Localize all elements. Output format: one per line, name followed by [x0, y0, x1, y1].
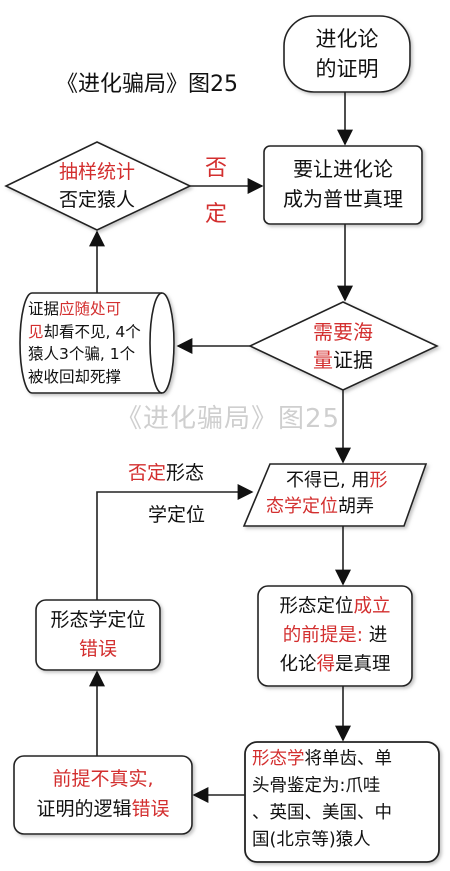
goal-node: 要让进化论 成为普世真理	[264, 154, 422, 214]
start-line-2: 的证明	[315, 57, 379, 81]
evidence-c: 见	[28, 322, 44, 341]
premise-node-shape	[257, 585, 413, 687]
negate-morph-label: 否定形态 学定位	[128, 458, 205, 530]
sample-node: 抽样统计 否定猿人	[32, 158, 162, 214]
evidence-a: 证据	[28, 300, 60, 318]
premise-c: 的前提是:	[282, 625, 363, 646]
wrong-b: 错误	[131, 798, 170, 820]
forced-node: 不得已, 用形 态学定位胡弄	[260, 468, 420, 520]
evidence-e: 猿人3个骗, 1个	[28, 345, 136, 363]
start-line-1: 进化论	[315, 27, 379, 51]
morph-b: 将单齿、单	[304, 749, 393, 769]
morph-node: 形态学将单齿、单 头骨鉴定为:爪哇 、英国、美国、中 国(北京等)猿人	[252, 746, 438, 854]
wrong-node-shape	[13, 755, 193, 835]
morph-c: 头骨鉴定为:爪哇	[252, 776, 381, 796]
forced-d: 胡弄	[338, 496, 374, 517]
morph-node-shape	[244, 741, 440, 863]
premise-node: 形态定位成立 的前提是: 进 化论得是真理	[258, 592, 412, 679]
evidence-f: 被收回却死撑	[28, 367, 122, 386]
wrong-red-line: 前提不真实,	[52, 768, 154, 790]
need-red-1: 需要海	[313, 320, 373, 344]
goal-line-1: 要让进化论	[293, 157, 393, 181]
evidence-node: 证据应随处可 见却看不见, 4个 猿人3个骗, 1个 被收回却死撑	[28, 298, 168, 388]
need-black-2: 证据	[333, 348, 373, 372]
premise-f: 得	[316, 654, 335, 675]
forced-b: 形	[369, 470, 388, 491]
position-node: 形态学定位 错误	[36, 606, 160, 664]
sample-line-2: 否定猿人	[58, 189, 135, 211]
premise-d: 进	[362, 625, 388, 646]
wrong-node: 前提不真实, 证明的逻辑错误	[14, 764, 192, 824]
premise-a: 形态定位	[279, 596, 354, 617]
morph-e: 国(北京等)猿人	[252, 830, 371, 850]
forced-a: 不得已, 用	[286, 470, 370, 491]
forced-parallelogram-shape	[242, 463, 428, 527]
premise-g: 是真理	[335, 654, 391, 675]
evidence-b: 应随处可	[59, 300, 122, 318]
goal-node-shape	[263, 145, 423, 225]
premise-b: 成立	[353, 596, 391, 617]
negate-morph-line2: 学定位	[148, 504, 206, 526]
arrow-position-to-forced	[96, 484, 254, 600]
premise-e: 化论	[279, 654, 317, 675]
start-node-shape	[283, 15, 411, 93]
sample-red-line: 抽样统计	[58, 161, 135, 183]
position-line-1: 形态学定位	[50, 609, 146, 631]
negate-morph-red: 否定	[128, 462, 167, 484]
position-node-shape	[35, 599, 161, 671]
position-red: 错误	[78, 638, 117, 660]
evidence-d: 却看不见, 4个	[43, 322, 141, 341]
morph-a: 形态学	[252, 749, 305, 769]
negate-label-top: 否	[205, 156, 228, 181]
watermark-text: 《进化骗局》图25	[116, 404, 341, 434]
negate-label-bottom: 定	[205, 202, 228, 227]
negate-morph-black: 形态	[166, 462, 205, 484]
forced-c: 态学定位	[266, 496, 338, 517]
start-node: 进化论 的证明	[284, 24, 410, 84]
figure-caption: 《进化骗局》图25	[56, 72, 238, 97]
goal-line-2: 成为普世真理	[283, 187, 403, 211]
morph-d: 、英国、美国、中	[252, 803, 392, 823]
wrong-a: 证明的逻辑	[36, 798, 132, 820]
evidence-cylinder-shape	[19, 292, 175, 394]
need-red-2: 量	[313, 348, 333, 372]
sample-diamond-shape	[4, 141, 192, 231]
need-node: 需要海 量证据	[278, 318, 408, 374]
